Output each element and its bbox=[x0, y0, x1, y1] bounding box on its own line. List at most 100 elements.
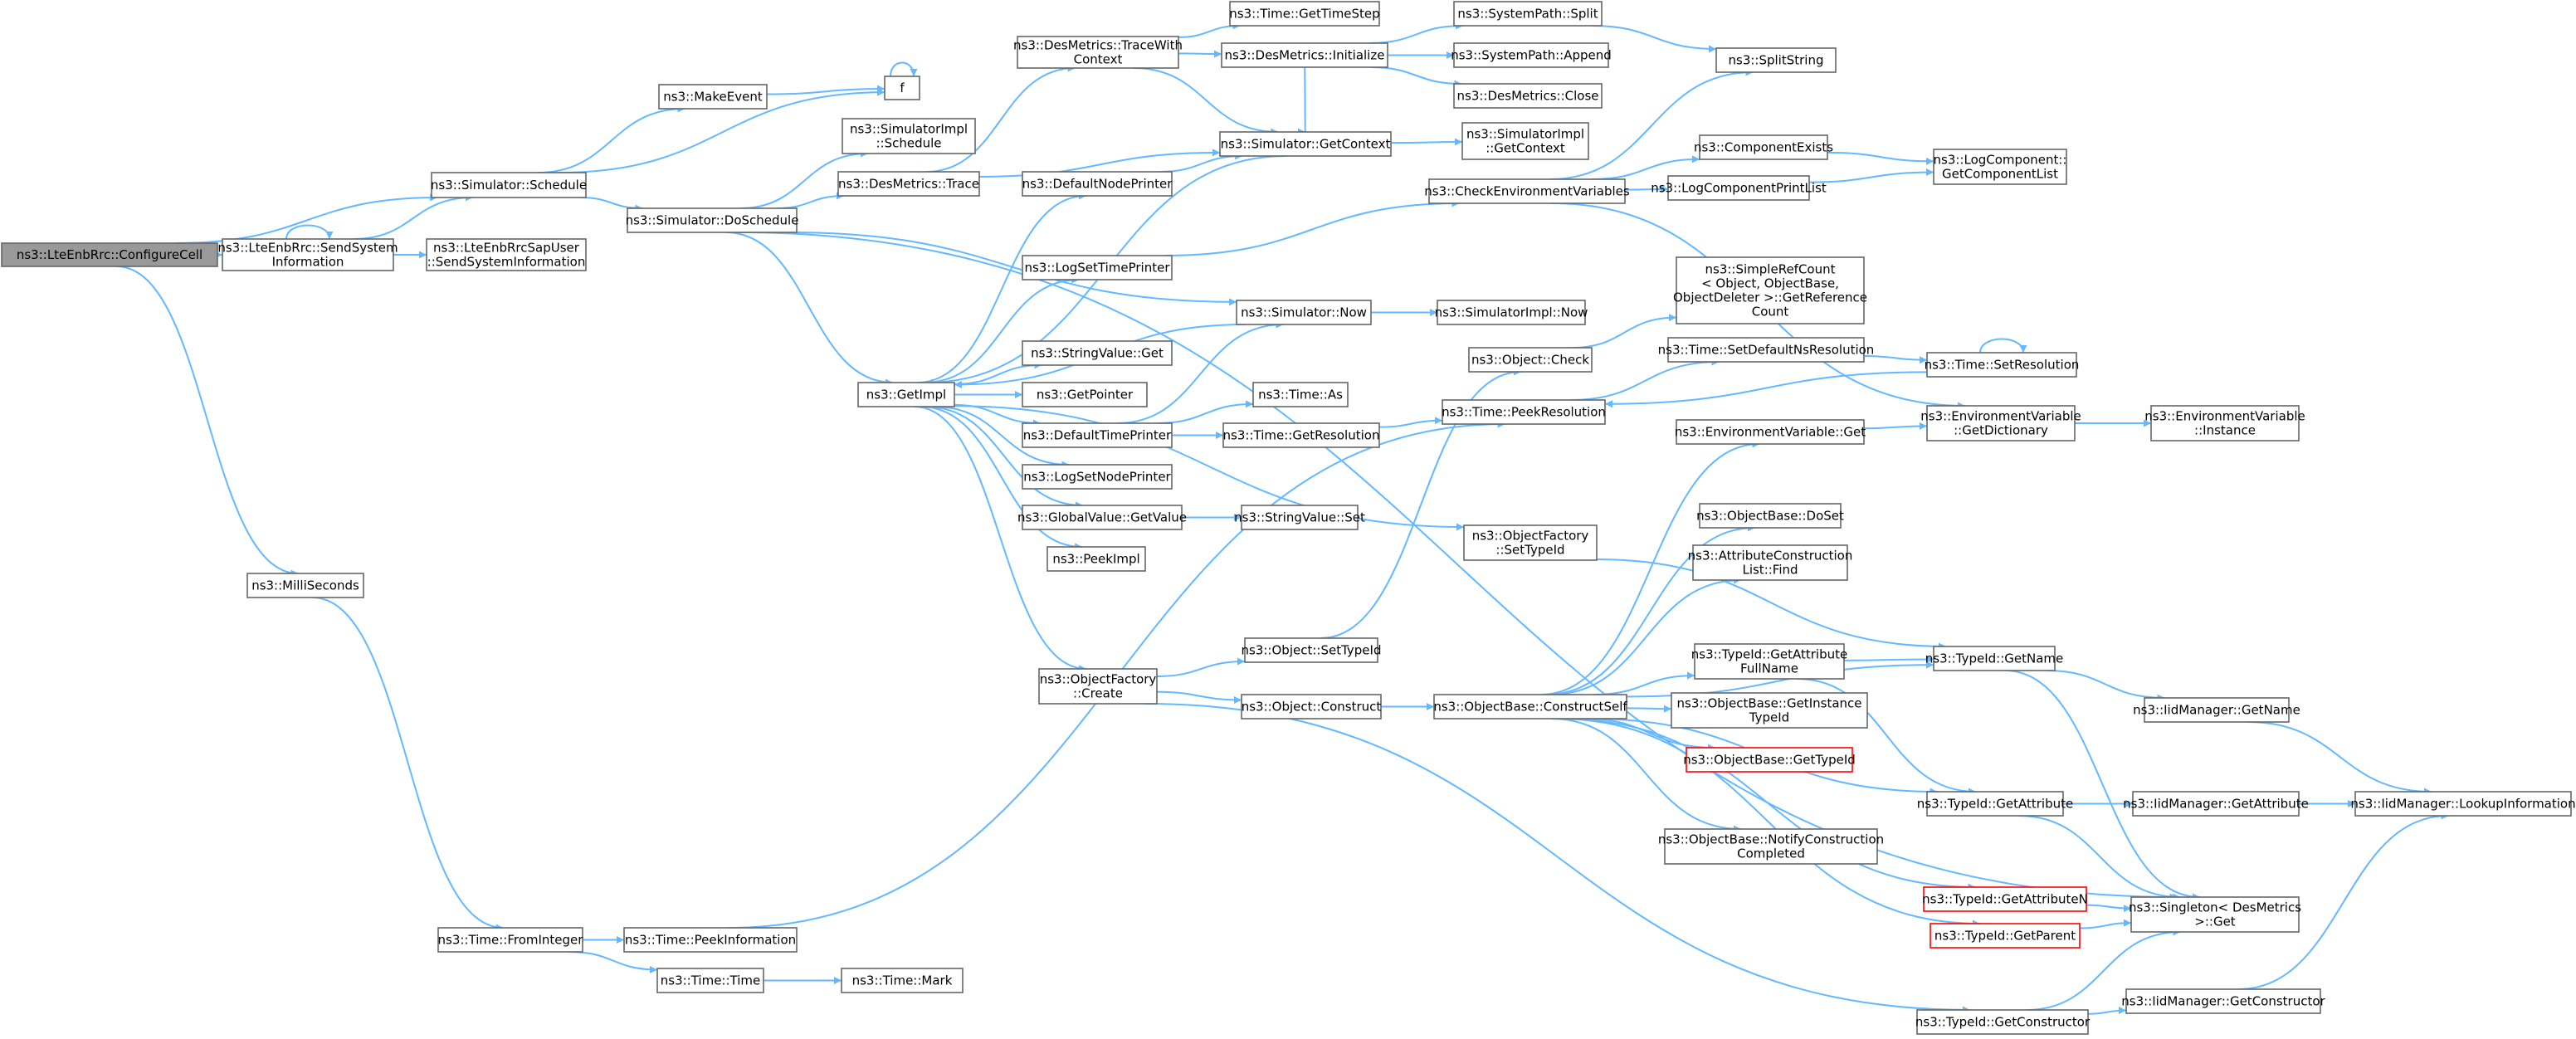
node-simnow[interactable]: ns3::Simulator::Now bbox=[1236, 300, 1372, 325]
node-peekresolution[interactable]: ns3::Time::PeekResolution bbox=[1442, 399, 1606, 425]
node-implnow[interactable]: ns3::SimulatorImpl::Now bbox=[1435, 300, 1588, 325]
node-typeidgetname[interactable]: ns3::TypeId::GetName bbox=[1925, 646, 2063, 671]
node-timesetresolution[interactable]: ns3::Time::SetResolution bbox=[1925, 352, 2080, 378]
node-peekimpl[interactable]: ns3::PeekImpl bbox=[1046, 546, 1146, 572]
edge-getimpl-to-globalvalue bbox=[925, 406, 1083, 510]
node-milliseconds[interactable]: ns3::MilliSeconds bbox=[246, 573, 364, 598]
node-desmetricstrace[interactable]: ns3::DesMetrics::Trace bbox=[837, 171, 980, 197]
node-splitstring[interactable]: ns3::SplitString bbox=[1715, 47, 1837, 73]
node-stringvalueset[interactable]: ns3::StringValue::Set bbox=[1234, 505, 1365, 530]
node-obdoset[interactable]: ns3::ObjectBase::DoSet bbox=[1696, 503, 1844, 529]
node-envgetdict[interactable]: ns3::EnvironmentVariable::GetDictionary bbox=[1920, 405, 2081, 441]
node-sapuser[interactable]: ns3::LteEnbRrcSapUser::SendSystemInforma… bbox=[426, 238, 587, 271]
node-obgettypeid[interactable]: ns3::ObjectBase::GetTypeId bbox=[1683, 747, 1856, 773]
node-label: ns3::LogComponent:: bbox=[1934, 153, 2067, 168]
node-f[interactable]: f bbox=[884, 76, 920, 100]
node-timemark[interactable]: ns3::Time::Mark bbox=[841, 968, 964, 993]
node-desinit[interactable]: ns3::DesMetrics::Initialize bbox=[1221, 42, 1388, 68]
node-sendsysinfo[interactable]: ns3::LteEnbRrc::SendSystemInformation bbox=[217, 238, 398, 271]
node-iidgetattr[interactable]: ns3::IidManager::GetAttribute bbox=[2123, 791, 2309, 817]
node-fromint[interactable]: ns3::Time::FromInteger bbox=[437, 927, 584, 953]
node-iidgetconstructor[interactable]: ns3::IidManager::GetConstructor bbox=[2121, 988, 2326, 1014]
node-schedule[interactable]: ns3::Simulator::Schedule bbox=[431, 172, 587, 198]
node-globalvalue[interactable]: ns3::GlobalValue::GetValue bbox=[1017, 505, 1187, 530]
node-label: ns3::LogSetNodePrinter bbox=[1023, 470, 1171, 485]
node-typeidgetattr[interactable]: ns3::TypeId::GetAttribute bbox=[1917, 791, 2073, 817]
node-label: ns3::Time::GetResolution bbox=[1223, 428, 1380, 443]
node-checkenv[interactable]: ns3::CheckEnvironmentVariables bbox=[1424, 178, 1630, 204]
node-simplerefcount[interactable]: ns3::SimpleRefCount< Object, ObjectBase,… bbox=[1673, 256, 1867, 324]
node-label: ns3::SystemPath::Append bbox=[1451, 48, 1612, 63]
node-defaulttimeprinter[interactable]: ns3::DefaultTimePrinter bbox=[1022, 422, 1173, 448]
node-notifyconstruction[interactable]: ns3::ObjectBase::NotifyConstructionCompl… bbox=[1658, 828, 1884, 865]
edge-ofcreate-to-oconstruct bbox=[1156, 690, 1242, 704]
node-objectcheck[interactable]: ns3::Object::Check bbox=[1468, 347, 1593, 373]
node-timetime[interactable]: ns3::Time::Time bbox=[656, 968, 764, 993]
node-singletonget[interactable]: ns3::Singleton< DesMetrics>::Get bbox=[2129, 896, 2301, 933]
node-peekinformation[interactable]: ns3::Time::PeekInformation bbox=[623, 927, 798, 953]
node-getattributen[interactable]: ns3::TypeId::GetAttributeN bbox=[1922, 886, 2088, 912]
edge-constructself-to-getinstancetypeid bbox=[1626, 705, 1672, 713]
node-typeidgetconstructor[interactable]: ns3::TypeId::GetConstructor bbox=[1915, 1009, 2091, 1035]
node-sysappend[interactable]: ns3::SystemPath::Append bbox=[1451, 42, 1612, 68]
node-implgetcontext[interactable]: ns3::SimulatorImpl::GetContext bbox=[1461, 122, 1589, 160]
node-box bbox=[1241, 505, 1359, 530]
node-lookupinfo[interactable]: ns3::IidManager::LookupInformation bbox=[2350, 791, 2576, 817]
node-label: ns3::DesMetrics::TraceWith bbox=[1013, 38, 1183, 53]
node-getcomponentlist[interactable]: ns3::LogComponent::GetComponentList bbox=[1933, 149, 2067, 185]
node-iidgetname[interactable]: ns3::IidManager::GetName bbox=[2133, 697, 2300, 723]
node-logcompprintlist[interactable]: ns3::LogComponentPrintList bbox=[1651, 175, 1827, 201]
node-box bbox=[1686, 747, 1853, 773]
edge-objectcheck-to-simplerefcount bbox=[1572, 314, 1677, 349]
node-label: ::Create bbox=[1073, 686, 1123, 701]
node-syssplit[interactable]: ns3::SystemPath::Split bbox=[1453, 1, 1603, 27]
node-box bbox=[1453, 42, 1609, 68]
node-label: ns3::PeekImpl bbox=[1052, 552, 1139, 567]
node-getpointer[interactable]: ns3::GetPointer bbox=[1022, 382, 1148, 407]
node-stringvalueget[interactable]: ns3::StringValue::Get bbox=[1022, 340, 1173, 366]
node-label: FullName bbox=[1740, 661, 1798, 676]
node-componentexists[interactable]: ns3::ComponentExists bbox=[1694, 134, 1833, 160]
node-envget[interactable]: ns3::EnvironmentVariable::Get bbox=[1675, 419, 1866, 445]
node-label: ns3::Time::PeekResolution bbox=[1442, 405, 1606, 420]
node-oconstruct[interactable]: ns3::Object::Construct bbox=[1241, 694, 1382, 719]
node-desclose[interactable]: ns3::DesMetrics::Close bbox=[1453, 83, 1603, 109]
node-envinstance[interactable]: ns3::EnvironmentVariable::Instance bbox=[2144, 405, 2305, 441]
node-label: ns3::SimulatorImpl bbox=[850, 122, 968, 137]
node-configurecell[interactable]: ns3::LteEnbRrc::ConfigureCell bbox=[1, 242, 218, 267]
node-box bbox=[1667, 337, 1865, 363]
node-gettimestep[interactable]: ns3::Time::GetTimeStep bbox=[1229, 1, 1380, 27]
node-timegetresolution[interactable]: ns3::Time::GetResolution bbox=[1222, 422, 1380, 448]
node-box bbox=[658, 84, 768, 110]
edge-constructself-to-getattributen bbox=[1559, 718, 1976, 891]
node-label: ns3::ObjectBase::DoSet bbox=[1696, 509, 1844, 524]
node-box bbox=[1933, 149, 2067, 185]
node-label: ns3::Time::GetTimeStep bbox=[1229, 7, 1379, 22]
node-logsettimeprinter[interactable]: ns3::LogSetTimePrinter bbox=[1022, 255, 1173, 280]
node-box bbox=[1022, 340, 1173, 366]
node-logsetnodeprinter[interactable]: ns3::LogSetNodePrinter bbox=[1022, 464, 1173, 490]
node-timeas[interactable]: ns3::Time::As bbox=[1252, 382, 1349, 407]
node-label: ns3::Object::Construct bbox=[1242, 700, 1382, 715]
node-ofcreate[interactable]: ns3::ObjectFactory::Create bbox=[1038, 668, 1158, 705]
edge-configurecell-to-schedule bbox=[176, 193, 438, 244]
node-constructself[interactable]: ns3::ObjectBase::ConstructSelf bbox=[1433, 694, 1627, 719]
node-makeevent[interactable]: ns3::MakeEvent bbox=[658, 84, 768, 110]
node-ofsettypeid[interactable]: ns3::ObjectFactory::SetTypeId bbox=[1463, 524, 1598, 561]
node-setdefaultns[interactable]: ns3::Time::SetDefaultNsResolution bbox=[1658, 337, 1875, 363]
node-getimpl[interactable]: ns3::GetImpl bbox=[857, 382, 955, 407]
node-simimplschedule[interactable]: ns3::SimulatorImpl::Schedule bbox=[842, 118, 976, 154]
node-getparent[interactable]: ns3::TypeId::GetParent bbox=[1930, 923, 2081, 949]
node-box bbox=[1468, 347, 1593, 373]
node-defaultnodeprinter[interactable]: ns3::DefaultNodePrinter bbox=[1022, 171, 1173, 197]
node-osettypeid[interactable]: ns3::Object::SetTypeId bbox=[1242, 637, 1382, 663]
node-label: ns3::IidManager::GetName bbox=[2133, 703, 2300, 718]
node-doschedule[interactable]: ns3::Simulator::DoSchedule bbox=[626, 207, 799, 233]
node-getcontext[interactable]: ns3::Simulator::GetContext bbox=[1219, 131, 1392, 157]
node-label: ns3::LteEnbRrc::ConfigureCell bbox=[17, 247, 202, 262]
